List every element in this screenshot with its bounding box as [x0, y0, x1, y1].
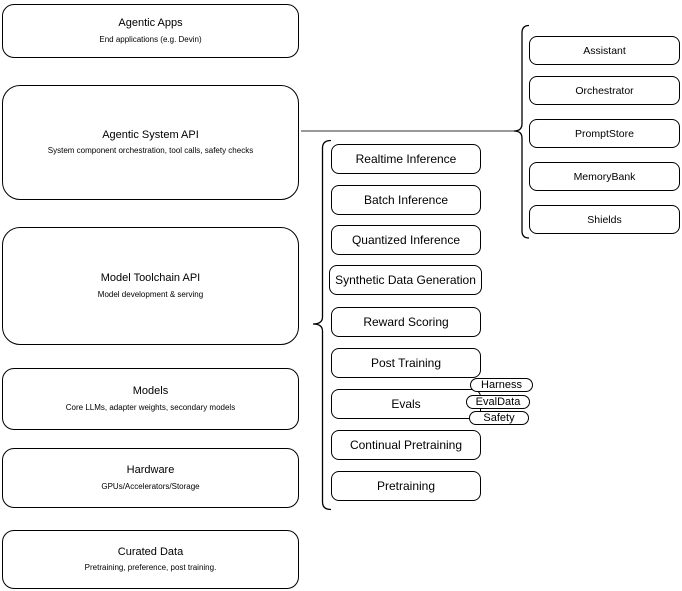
box-title: Models — [132, 385, 169, 398]
box-subtitle: End applications (e.g. Devin) — [99, 34, 202, 44]
toolchain-item-synthetic-data-generation: Synthetic Data Generation — [329, 265, 482, 295]
box-subtitle: Pretraining, preference, post training. — [84, 563, 217, 573]
box-agentic-system-api: Agentic System API System component orch… — [2, 85, 299, 200]
component-promptstore: PromptStore — [529, 119, 680, 148]
box-title: Model Toolchain API — [100, 272, 201, 285]
component-shields: Shields — [529, 205, 680, 234]
toolchain-item-evals: Evals — [331, 389, 481, 419]
toolchain-item-reward-scoring: Reward Scoring — [331, 307, 481, 337]
box-subtitle: Model development & serving — [97, 289, 204, 299]
evals-tag-harness: Harness — [470, 378, 533, 392]
box-hardware: Hardware GPUs/Accelerators/Storage — [2, 448, 299, 508]
toolchain-item-post-training: Post Training — [331, 348, 481, 378]
box-title: Agentic Apps — [118, 17, 183, 30]
toolchain-item-pretraining: Pretraining — [331, 471, 481, 501]
evals-tag-safety: Safety — [469, 411, 529, 425]
box-title: Hardware — [126, 464, 175, 477]
evals-tag-evaldata: EvalData — [466, 395, 530, 409]
toolchain-item-quantized-inference: Quantized Inference — [331, 225, 481, 255]
box-model-toolchain-api: Model Toolchain API Model development & … — [2, 227, 299, 345]
toolchain-item-continual-pretraining: Continual Pretraining — [331, 430, 481, 460]
component-orchestrator: Orchestrator — [529, 76, 680, 105]
component-memorybank: MemoryBank — [529, 162, 680, 191]
toolchain-brace — [312, 139, 332, 511]
box-agentic-apps: Agentic Apps End applications (e.g. Devi… — [2, 4, 299, 58]
box-title: Curated Data — [117, 545, 184, 558]
box-curated-data: Curated Data Pretraining, preference, po… — [2, 530, 299, 589]
toolchain-item-realtime-inference: Realtime Inference — [331, 144, 481, 174]
box-subtitle: Core LLMs, adapter weights, secondary mo… — [65, 402, 236, 412]
box-models: Models Core LLMs, adapter weights, secon… — [2, 368, 299, 430]
box-subtitle: GPUs/Accelerators/Storage — [101, 481, 200, 491]
box-title: Agentic System API — [102, 128, 199, 141]
box-subtitle: System component orchestration, tool cal… — [47, 146, 254, 156]
component-assistant: Assistant — [529, 36, 680, 65]
system-components-brace — [513, 24, 530, 239]
toolchain-item-batch-inference: Batch Inference — [331, 185, 481, 215]
